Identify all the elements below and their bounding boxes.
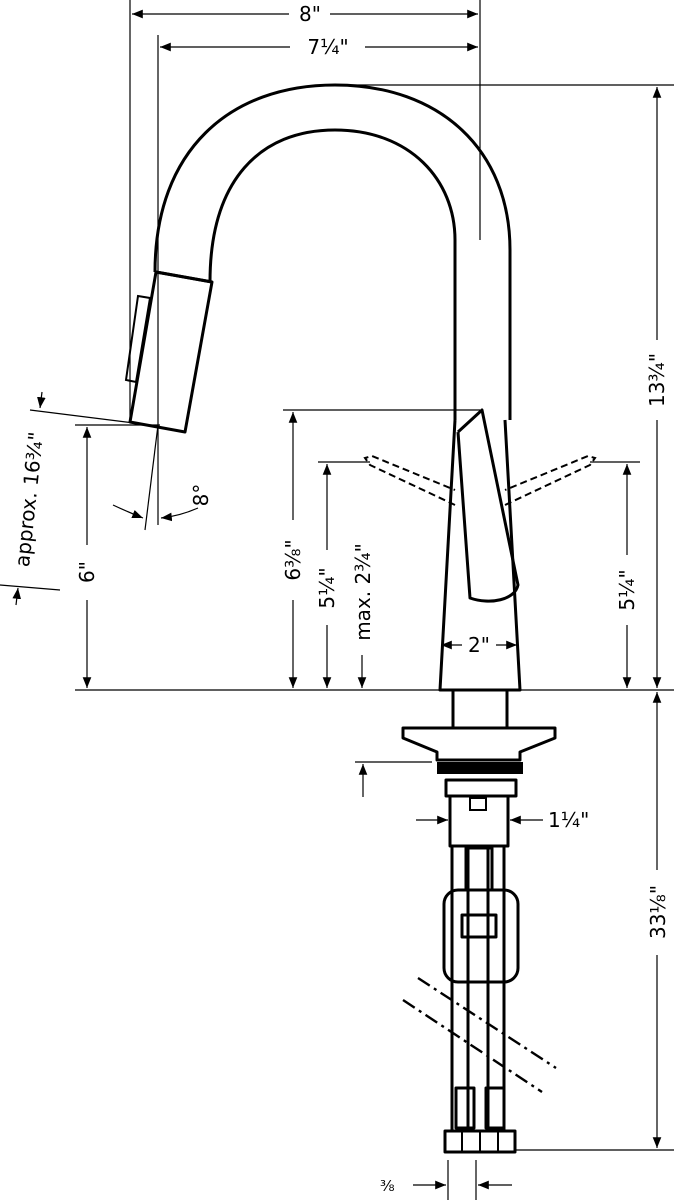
shank-clip [469, 797, 487, 811]
mounting-nut [444, 778, 518, 798]
mounting-ring [437, 762, 523, 774]
label-connection-size: ⅜ [380, 1177, 395, 1195]
break-line-2 [402, 998, 543, 1094]
spray-head-band [155, 270, 213, 284]
label-spray-angle: 8° [189, 484, 213, 507]
lever-handle [456, 408, 520, 603]
dimension-labels: 8" 7¼" 13¾" 33⅛" approx. 16¾" 6" 8° 6⅜" … [10, 2, 670, 1195]
shank [448, 794, 510, 848]
stem [451, 688, 509, 730]
label-max-deck-thickness: max. 2¾" [351, 543, 375, 641]
label-handle-height-right: 5¼" [615, 569, 639, 610]
spout-inner [208, 128, 457, 420]
supply-fitting-right [484, 1086, 506, 1130]
angle-arrow-left [112, 504, 144, 519]
handle-left-position [363, 454, 456, 506]
hose-connector [460, 913, 498, 939]
under-deck-assembly [401, 688, 557, 1154]
hose-right-pair [486, 846, 506, 1130]
hose-left-pair [450, 846, 470, 1130]
extension-lines-top [129, 0, 481, 525]
dim-hose-extension [0, 584, 61, 591]
dim-hose-arrow-top [37, 391, 46, 409]
dim-hose-arrow-bottom [12, 587, 22, 606]
angle-line [144, 424, 159, 531]
angle-arrow-right [160, 507, 199, 522]
label-spout-reach: 7¼" [307, 35, 348, 59]
handle-right-position [504, 454, 597, 506]
label-body-width: 2" [468, 633, 490, 657]
dim-3-8-extension [447, 1160, 477, 1200]
break-line-1 [417, 976, 557, 1070]
label-overall-width: 8" [299, 2, 321, 26]
label-handle-height-left: 5¼" [315, 567, 339, 608]
label-supply-length: 33⅛" [646, 885, 670, 939]
extension-lines-handle [283, 409, 640, 463]
label-overall-height: 13¾" [645, 353, 669, 407]
escutcheon-plate [401, 726, 557, 762]
nut-dividers [461, 1131, 499, 1152]
supply-fitting-left [454, 1086, 476, 1130]
extension-lines [29, 84, 674, 691]
spout-outer [153, 83, 512, 420]
label-spout-height: 6⅜" [281, 539, 305, 580]
label-spray-clearance: 6" [75, 561, 99, 583]
spray-hose-fitting [464, 846, 494, 892]
label-shank-diameter: 1¼" [548, 808, 589, 832]
label-hose-length: approx. 16¾" [10, 431, 48, 568]
